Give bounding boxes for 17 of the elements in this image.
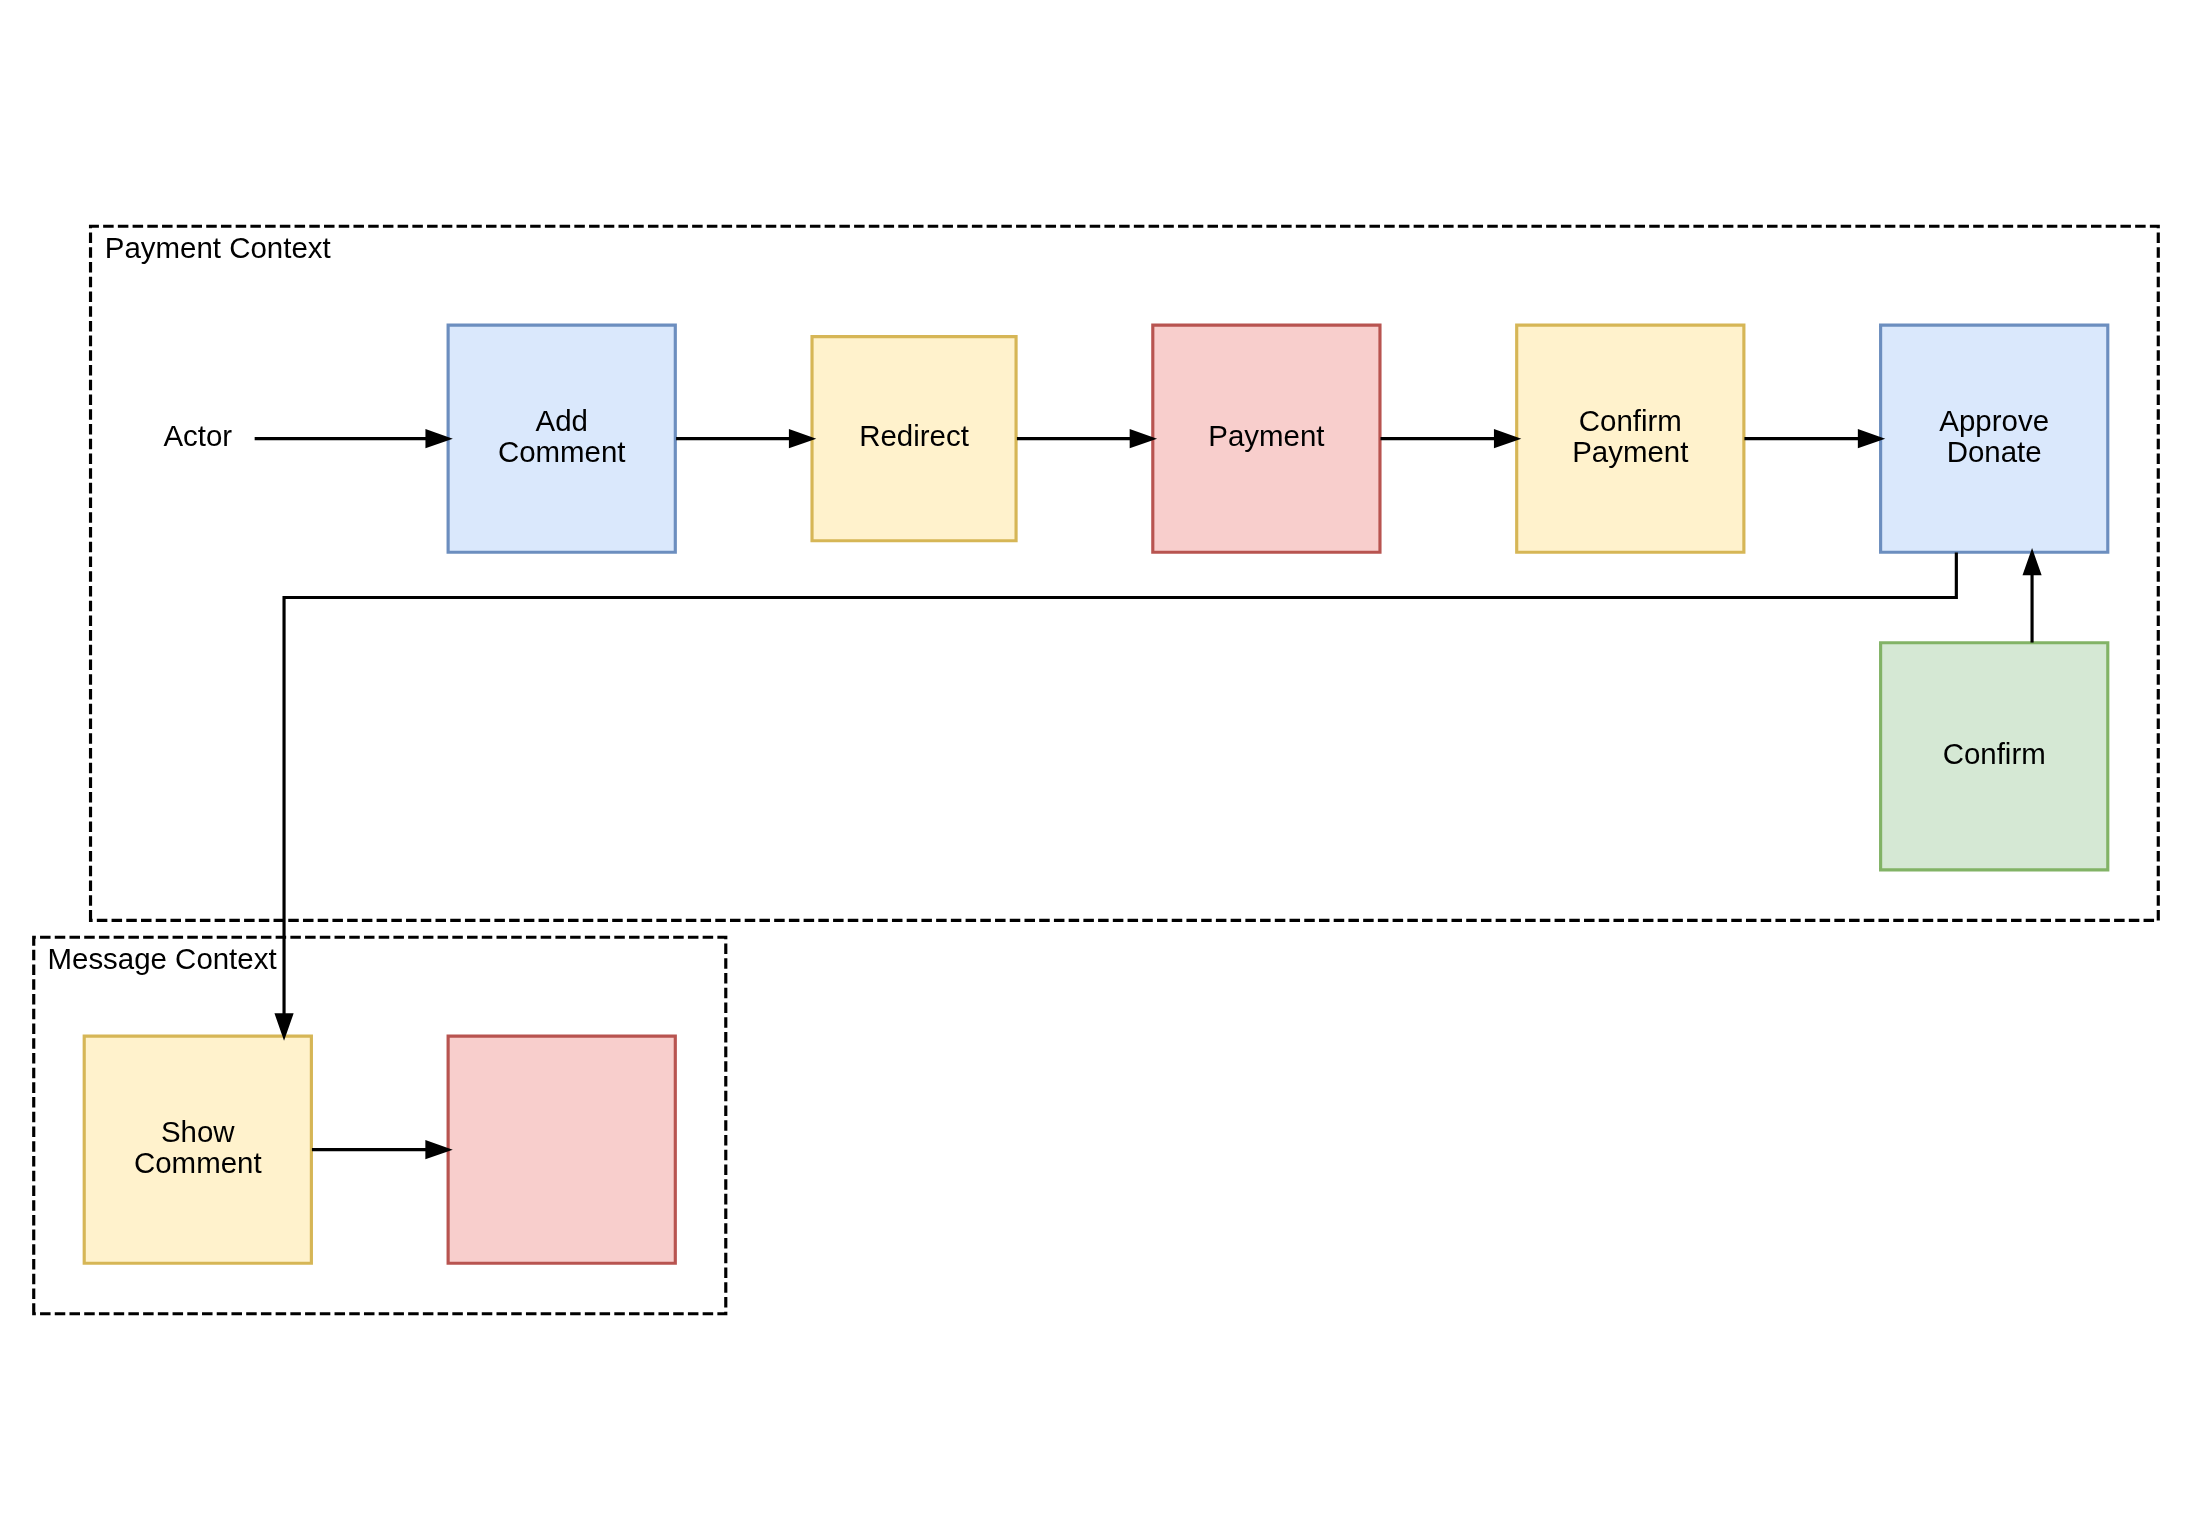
node-box: Confirm bbox=[1879, 640, 2110, 871]
arrow bbox=[311, 1139, 453, 1159]
arrow bbox=[676, 428, 817, 448]
node-text: Actor bbox=[163, 418, 233, 452]
arrow bbox=[274, 551, 1958, 1041]
node-box: Add Comment bbox=[446, 323, 677, 554]
node-box: Payment bbox=[1151, 323, 1382, 554]
node-box: Redirect bbox=[810, 334, 1018, 542]
arrow bbox=[1380, 428, 1522, 448]
arrow bbox=[1016, 428, 1158, 448]
arrow bbox=[2022, 547, 2042, 643]
node-box: Confirm Payment bbox=[1515, 323, 1746, 554]
arrow bbox=[254, 428, 453, 448]
node-box: Approve Donate bbox=[1879, 323, 2110, 554]
arrow bbox=[1744, 428, 1886, 448]
node-box bbox=[446, 1034, 677, 1265]
node-box: Show Comment bbox=[82, 1034, 313, 1265]
